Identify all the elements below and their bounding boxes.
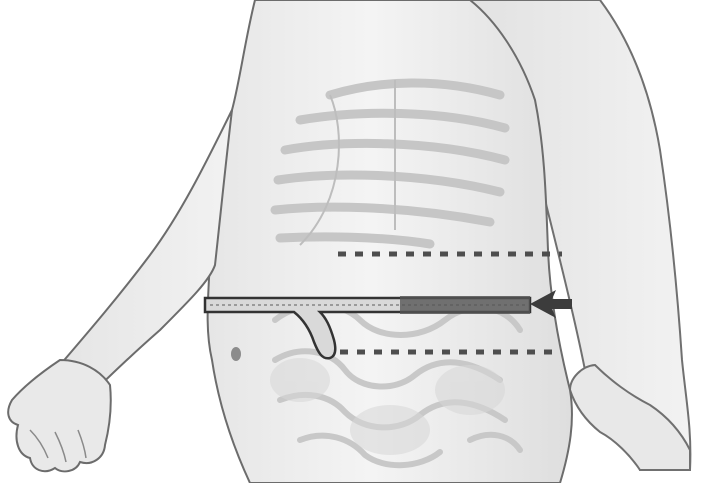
navel: [231, 347, 241, 361]
